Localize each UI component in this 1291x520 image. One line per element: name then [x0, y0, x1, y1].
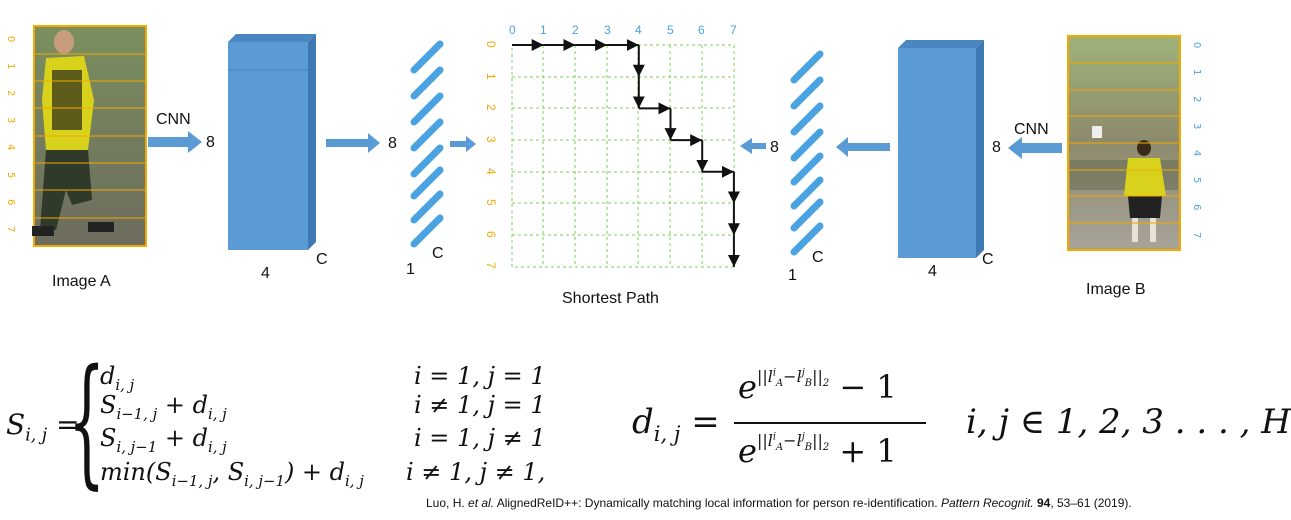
alignedreid-diagram: 0 1 2 3 4 5 6 7 Image A CNN 8 4 C 8 1 C — [5, 23, 1202, 307]
grid-row-label: 6 — [484, 231, 498, 238]
feature-height-a: 8 — [206, 134, 215, 151]
stripe-label: 4 — [1191, 150, 1202, 156]
grid-column-labels: 0 1 2 3 4 5 6 7 — [509, 23, 737, 37]
cases-brace: { — [68, 340, 106, 503]
grid-row-label: 0 — [484, 41, 498, 48]
stripe-label: 5 — [1191, 177, 1202, 183]
case-row-4: min(Si−1, j, Si, j−1) + di, j — [100, 458, 364, 490]
pooled-stripes-a — [410, 40, 444, 248]
d-numerator: e||liA−ljB||2 − 1 — [738, 367, 897, 406]
stripe-label: 1 — [1191, 69, 1202, 75]
pooled-stripes-b — [790, 50, 824, 256]
cnn-label-b: CNN — [1014, 121, 1049, 138]
case-cond-4: i ≠ 1, j ≠ 1, — [406, 458, 546, 486]
feature-block-a — [228, 34, 316, 250]
grid-col-label: 2 — [572, 23, 579, 37]
grid-col-label: 0 — [509, 23, 516, 37]
index-range: i, j ∈ 1, 2, 3 . . . , H — [966, 402, 1291, 442]
stripe-label: 3 — [5, 117, 16, 123]
grid-col-label: 3 — [604, 23, 611, 37]
arrow-pool-a — [326, 133, 380, 153]
grid-col-label: 1 — [540, 23, 547, 37]
case-cond-3: i = 1, j ≠ 1 — [414, 424, 546, 452]
block-width-a: 4 — [261, 265, 270, 282]
image-a — [32, 25, 147, 247]
grid-row-label: 1 — [484, 73, 498, 80]
grid-col-label: 5 — [667, 23, 674, 37]
s-lhs: Si, j = — [6, 408, 80, 446]
block-channels-a: C — [316, 251, 328, 268]
cnn-label-a: CNN — [156, 111, 191, 128]
fraction-line — [734, 422, 926, 424]
feature-height-b: 8 — [992, 139, 1001, 156]
feature-block-b — [898, 40, 984, 258]
stripe-label: 6 — [1191, 204, 1202, 210]
stripe-label: 3 — [1191, 123, 1202, 129]
arrow-grid-right — [740, 138, 766, 154]
image-b-caption: Image B — [1086, 281, 1146, 298]
image-a-caption: Image A — [52, 273, 111, 290]
pooled-width-b: 1 — [788, 267, 797, 284]
grid-row-label: 2 — [484, 104, 498, 111]
stripe-label: 2 — [1191, 96, 1202, 102]
d-lhs: di, j = — [632, 402, 720, 446]
arrow-cnn-b — [1008, 137, 1062, 159]
grid-row-label: 5 — [484, 199, 498, 206]
image-b-stripe-labels: 0 1 2 3 4 5 6 7 — [1191, 42, 1202, 238]
case-row-1: di, j — [100, 362, 135, 394]
stripe-label: 0 — [5, 36, 16, 42]
pooled-channels-b: C — [812, 249, 824, 266]
distance-grid — [511, 44, 735, 268]
case-cond-2: i ≠ 1, j = 1 — [414, 391, 546, 419]
grid-col-label: 4 — [635, 23, 642, 37]
stripe-label: 6 — [5, 199, 16, 205]
stripe-label: 7 — [1191, 232, 1202, 238]
stripe-label: 5 — [5, 172, 16, 178]
grid-row-labels: 0 1 2 3 4 5 6 7 — [484, 41, 498, 269]
stripe-label: 1 — [5, 63, 16, 69]
shortest-path — [512, 39, 740, 267]
pooled-channels-a: C — [432, 245, 444, 262]
image-a-stripe-labels: 0 1 2 3 4 5 6 7 — [5, 36, 16, 232]
grid-row-label: 4 — [484, 168, 498, 175]
citation: Luo, H. et al. AlignedReID++: Dynamicall… — [426, 496, 1132, 510]
case-cond-1: i = 1, j = 1 — [414, 362, 546, 390]
grid-col-label: 6 — [698, 23, 705, 37]
block-channels-b: C — [982, 251, 994, 268]
d-denominator: e||liA−ljB||2 + 1 — [738, 431, 897, 470]
image-b — [1067, 35, 1181, 251]
grid-row-label: 7 — [484, 262, 498, 269]
pooled-height-b: 8 — [770, 139, 779, 156]
block-width-b: 4 — [928, 263, 937, 280]
case-row-2: Si−1, j + di, j — [100, 391, 227, 423]
case-row-3: Si, j−1 + di, j — [100, 424, 227, 456]
grid-caption: Shortest Path — [562, 290, 659, 307]
arrow-grid-left — [450, 136, 476, 152]
grid-col-label: 7 — [730, 23, 737, 37]
arrow-cnn-a — [148, 131, 202, 153]
stripe-label: 0 — [1191, 42, 1202, 48]
grid-row-label: 3 — [484, 136, 498, 143]
stripe-label: 7 — [5, 226, 16, 232]
pooled-width-a: 1 — [406, 261, 415, 278]
arrow-pool-b — [836, 137, 890, 157]
stripe-label: 4 — [5, 144, 16, 150]
pooled-height-a: 8 — [388, 135, 397, 152]
stripe-label: 2 — [5, 90, 16, 96]
